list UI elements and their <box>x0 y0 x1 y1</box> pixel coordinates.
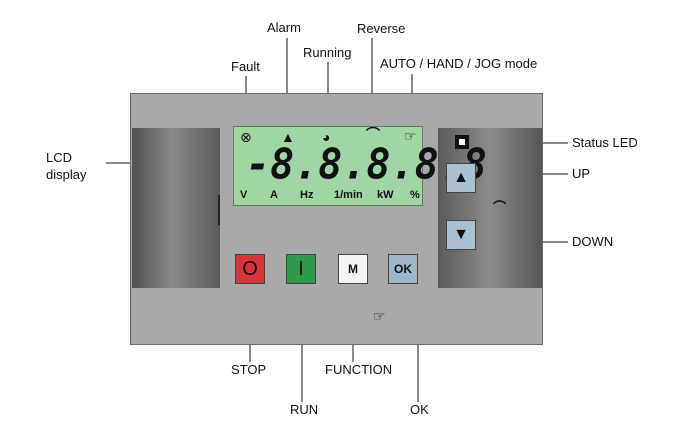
reverse-icon: ⌒ <box>366 126 380 142</box>
stop-label: O <box>242 257 258 280</box>
run-label: I <box>298 257 304 280</box>
unit-percent: % <box>410 189 420 201</box>
label-stop: STOP <box>231 362 267 377</box>
label-down: DOWN <box>572 234 614 249</box>
down-arrow-icon: ▼ <box>453 226 469 243</box>
fault-icon: ⊗ <box>240 129 252 145</box>
label-running: Running <box>303 45 352 60</box>
running-icon: ◕ <box>322 129 331 145</box>
unit-hz: Hz <box>300 189 314 201</box>
up-button[interactable]: ▲ <box>446 163 476 193</box>
hand-combo-icon: ☞ <box>373 308 386 324</box>
unit-rpm: 1/min <box>334 189 363 201</box>
down-button[interactable]: ▼ <box>446 220 476 250</box>
label-lcd-1: LCD <box>46 150 73 165</box>
ok-button[interactable]: OK <box>388 254 418 284</box>
stop-button[interactable]: O <box>235 254 265 284</box>
alarm-icon: ▲ <box>281 129 295 145</box>
label-lcd-2: display <box>46 167 87 182</box>
label-reverse: Reverse <box>357 21 406 36</box>
panel-right-grip <box>438 128 542 288</box>
function-button[interactable]: M <box>338 254 368 284</box>
panel-notch <box>218 195 220 225</box>
panel-left-grip <box>132 128 220 288</box>
status-led-icon <box>455 135 469 149</box>
run-button[interactable]: I <box>286 254 316 284</box>
label-function: FUNCTION <box>325 362 393 377</box>
unit-a: A <box>270 189 278 201</box>
lcd-display: ⊗ ▲ ◕ ⌒ ☞ -8.8.8.8.8 V A Hz 1/min kW % <box>233 126 487 206</box>
label-mode: AUTO / HAND / JOG mode <box>380 56 538 71</box>
unit-kw: kW <box>377 189 394 201</box>
label-alarm: Alarm <box>267 20 301 35</box>
ok-label: OK <box>394 262 412 276</box>
label-ok: OK <box>410 402 429 417</box>
label-up: UP <box>572 166 591 181</box>
label-fault: Fault <box>231 59 260 74</box>
reverse-hint-icon: ⌒ <box>493 200 507 215</box>
function-label: M <box>348 262 358 276</box>
hand-icon: ☞ <box>404 128 417 144</box>
unit-v: V <box>240 189 248 201</box>
label-run: RUN <box>290 402 319 417</box>
label-status-led: Status LED <box>572 135 638 150</box>
up-arrow-icon: ▲ <box>453 169 469 186</box>
